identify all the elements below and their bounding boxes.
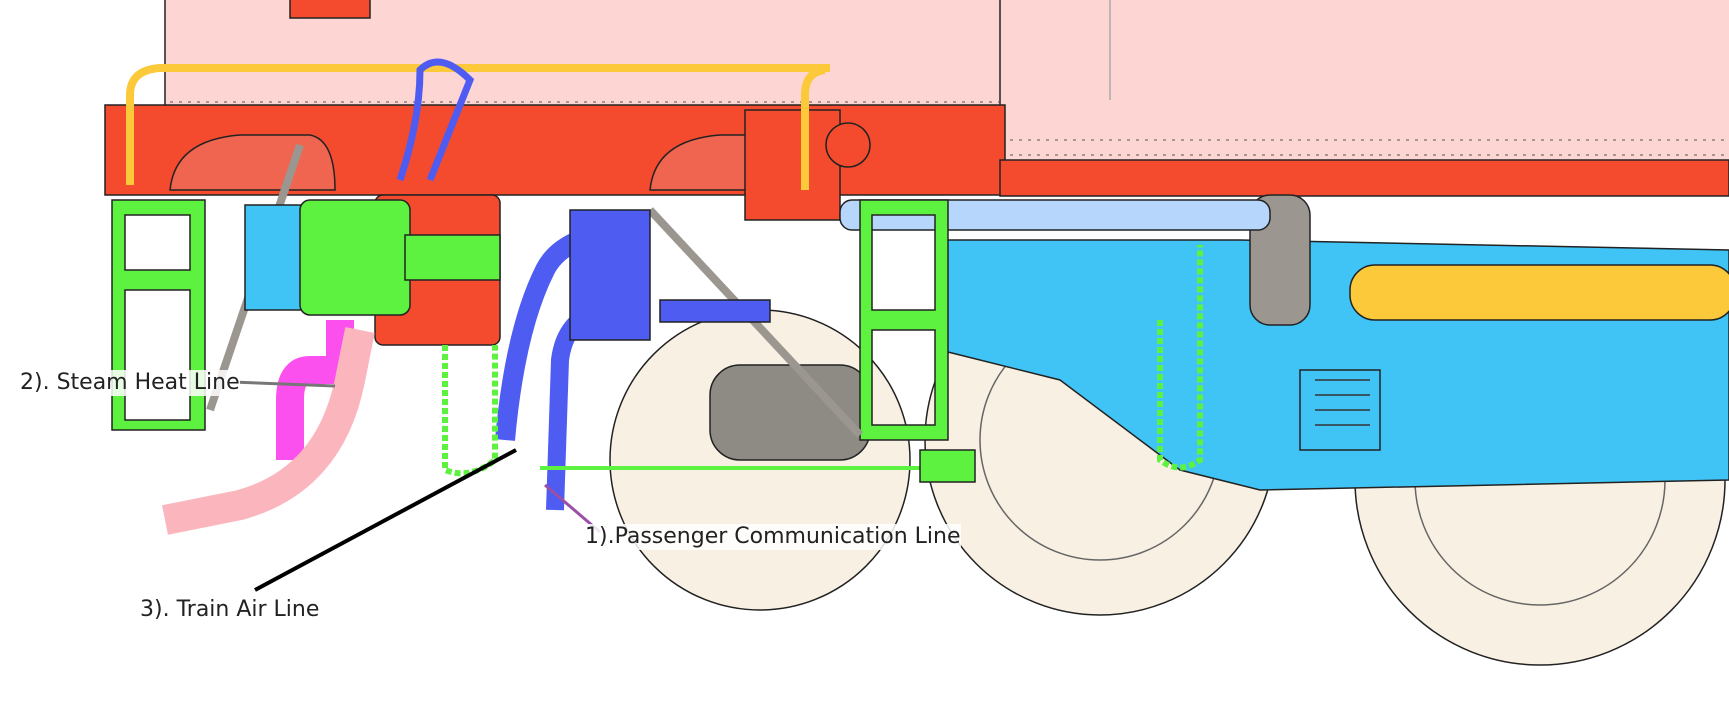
label-steam-heat-line: 2). Steam Heat Line [20,370,240,396]
steam-heat-hose [162,327,375,535]
coupler-head [299,199,411,316]
rivet-row [170,101,1729,156]
leader-steam-heat [231,380,336,388]
steam-heat-pipe [276,320,354,460]
train-air-hose [495,230,584,441]
traction-motor [709,364,871,461]
label-passenger-communication-line: 1).Passenger Communication Line [585,524,961,550]
coupler-blue [244,204,306,311]
ladder-right [859,199,949,441]
leader-train-air [254,448,517,592]
yellow-pipe [1349,264,1729,321]
label-train-air-line: 3). Train Air Line [140,597,320,623]
car-body-side [999,0,1729,164]
handrail [126,64,830,185]
